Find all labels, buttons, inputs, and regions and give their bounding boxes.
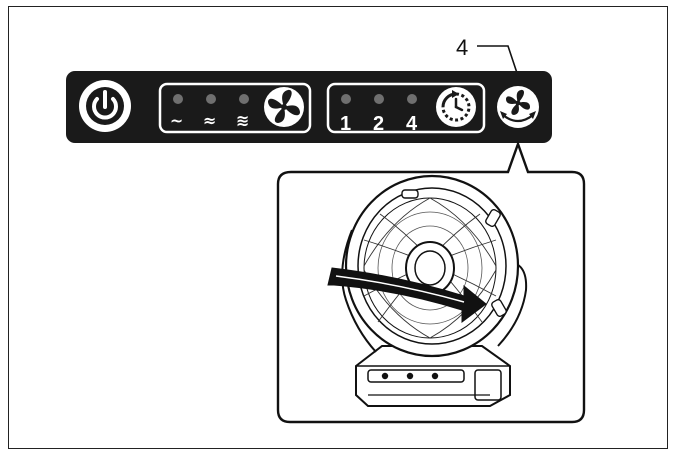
timer-button[interactable]: [436, 87, 476, 127]
timer-label-4: 4: [406, 113, 418, 135]
speed-group-outline: [158, 82, 312, 134]
speed-indicator-low: [173, 94, 183, 104]
speed-group: ∼ ≈ ≋: [158, 82, 312, 134]
timer-group: 1 2 4: [326, 82, 486, 135]
medium-speed-wave-icon: ≈: [203, 111, 216, 130]
timer-icon: [441, 90, 471, 122]
timer-group-outline: [326, 82, 486, 134]
swing-button[interactable]: [497, 86, 539, 128]
base-control-strip: [367, 369, 465, 383]
timer-indicator-4: [407, 94, 417, 104]
swing-arrow: [327, 267, 487, 323]
power-icon: [92, 90, 118, 120]
timer-label-1: 1: [340, 113, 351, 135]
power-button[interactable]: [79, 80, 131, 132]
timer-indicator-1: [341, 94, 351, 104]
high-speed-wave-icon: ≋: [236, 111, 249, 130]
speed-button[interactable]: [264, 87, 304, 127]
figure-frame: [8, 6, 668, 449]
fan-illustration: [327, 174, 528, 407]
control-panel: ∼ ≈ ≋ 1 2 4: [66, 71, 552, 143]
fan-head: [344, 174, 520, 358]
fan-swing-icon: [500, 89, 536, 123]
callout-label: 4: [456, 35, 468, 60]
timer-label-2: 2: [373, 113, 384, 135]
timer-indicator-2: [374, 94, 384, 104]
speed-indicator-medium: [206, 94, 216, 104]
speed-indicator-high: [239, 94, 249, 104]
low-speed-wave-icon: ∼: [170, 111, 183, 130]
fan-icon: [268, 89, 300, 123]
callout-leader: [477, 45, 519, 77]
